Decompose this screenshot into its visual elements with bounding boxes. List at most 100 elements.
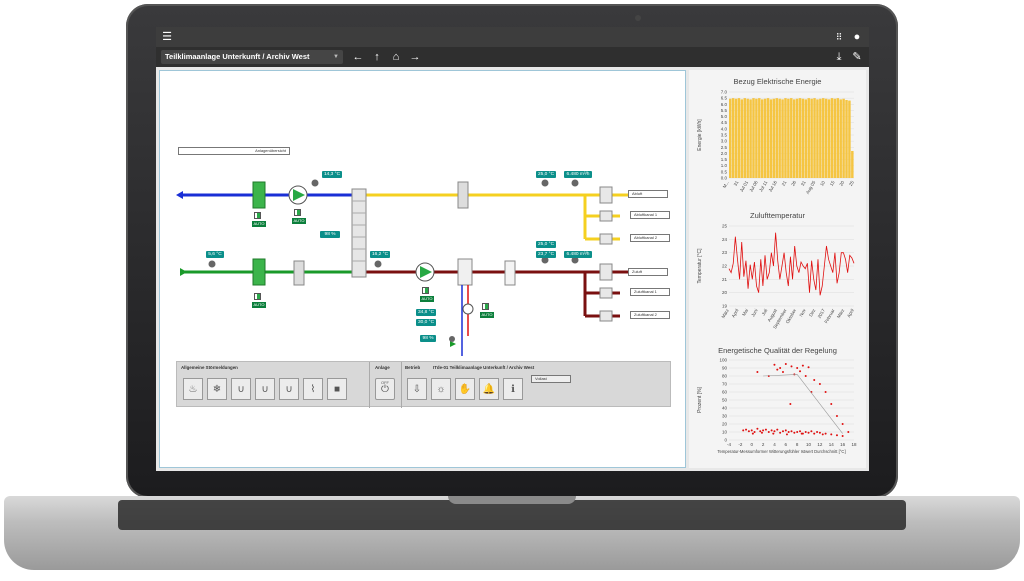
hrc-percent: 98 % [320, 231, 340, 238]
damper-supply-2 [599, 310, 613, 322]
scatter-point [800, 432, 803, 435]
x-tick-label: Juni [750, 308, 758, 318]
scatter-point [785, 433, 788, 436]
bell-icon[interactable]: 🔔 [479, 378, 499, 400]
x-tick-label: März [721, 307, 731, 319]
bar [839, 99, 842, 178]
damper-alarm-icon[interactable]: ⌇ [303, 378, 323, 400]
exhaust-out-tag: Abluft [628, 190, 668, 198]
y-tick-label: 4.0 [721, 126, 728, 131]
filter-bottom [252, 258, 266, 286]
y-tick-label: 0.5 [721, 169, 728, 174]
scatter-point [835, 415, 838, 417]
y-tick-label: 23 [722, 250, 728, 255]
y-tick-label: 0.0 [721, 176, 728, 181]
y-tick-label: 22 [722, 264, 728, 269]
scatter-point [813, 379, 816, 381]
hand-icon[interactable]: ✋ [455, 378, 475, 400]
bar [752, 98, 755, 178]
x-tick-label: 0 [750, 442, 753, 447]
energy-chart-title: Bezug Elektrische Energie [733, 77, 822, 86]
exhaust-out-label: Abluft [632, 191, 643, 196]
damper-exhaust-2 [599, 233, 613, 245]
arrow-left-icon[interactable]: ← [352, 51, 364, 63]
scatter-point [824, 432, 827, 435]
heater-coil [457, 258, 473, 286]
supply-fan-switch[interactable] [422, 287, 429, 294]
supply-out-tag: Zuluft [628, 268, 668, 276]
scatter-point [807, 366, 810, 369]
y-tick-label: 60 [722, 390, 728, 395]
bar [824, 98, 828, 178]
y-tick-label: 7.0 [721, 90, 728, 95]
arrow-right-icon[interactable]: → [409, 51, 421, 63]
home-icon[interactable]: ⌂ [392, 51, 400, 63]
power-button[interactable]: OFF⏻ [375, 378, 395, 400]
maintenance-alarm-icon[interactable]: ■ [327, 378, 347, 400]
y-tick-label: 50 [722, 398, 728, 403]
bar [845, 99, 848, 178]
exhaust-1-label: Abluftkanal 1 [634, 212, 658, 217]
sensor-after-hrc [374, 260, 382, 268]
scatter-point [760, 431, 763, 434]
scatter-point [784, 429, 787, 432]
y-axis-title: Temperatur [°C] [697, 248, 703, 284]
scatter-point [847, 431, 850, 433]
frost-alarm-icon[interactable]: ❄ [207, 378, 227, 400]
download-mode-icon[interactable]: ⇩ [407, 378, 427, 400]
account-icon[interactable]: ● [853, 31, 861, 43]
sun-icon[interactable]: ☼ [431, 378, 451, 400]
bar [743, 98, 747, 178]
plant-selector[interactable]: Teilklimaanlage Unterkunft / Archiv West… [161, 50, 343, 64]
x-tick-label: Jul 01 [739, 180, 750, 193]
heater-pump-switch[interactable] [482, 303, 489, 310]
scatter-point [821, 433, 824, 436]
info-icon[interactable]: ℹ [503, 378, 523, 400]
exhaust-2-tag: Abluftkanal 2 [630, 234, 670, 242]
pencil-icon[interactable]: ✎ [852, 51, 862, 63]
x-tick-label: Februar [823, 308, 835, 325]
arrow-up-icon[interactable]: ↑ [374, 51, 380, 63]
bar [795, 98, 799, 178]
exhaust-fan-switch[interactable] [294, 209, 301, 216]
y-tick-label: 20 [722, 290, 728, 295]
scatter-point [813, 432, 816, 435]
filter-alarm-icon[interactable]: ∪ [231, 378, 251, 400]
menu-icon[interactable]: ☰ [162, 31, 172, 43]
plant-diagram: Anlagenübersicht 14,3 °C 5,6 °C 16,2 °C … [159, 70, 686, 468]
bar [801, 98, 805, 178]
x-tick-label: April [846, 308, 855, 318]
damper-exhaust [599, 186, 613, 204]
download-icon[interactable]: ⤓ [836, 51, 842, 63]
camera [635, 15, 641, 21]
divider [401, 362, 402, 408]
grid-icon[interactable]: ⠿ [835, 32, 843, 42]
x-tick-label: 10 [806, 442, 812, 447]
filter-top-switch[interactable] [254, 212, 261, 219]
x-tick-label: April [731, 308, 740, 318]
scatter-point [818, 431, 821, 434]
supply-2-tag: Zuluftkanal 2 [630, 311, 670, 319]
fan-alarm-icon[interactable]: ∪ [279, 378, 299, 400]
x-tick-label: 8 [796, 442, 799, 447]
flow-exhaust: 6.480 m³/h [564, 171, 592, 178]
scatter-point [781, 371, 784, 373]
bar [775, 98, 778, 178]
temperature-series-line [728, 232, 855, 296]
heater-percent: 98 % [420, 335, 436, 342]
x-tick-label: Mai [741, 308, 749, 317]
y-tick-label: 100 [719, 358, 727, 363]
scatter-point [759, 430, 762, 433]
temp-mid: 23,7 °C [536, 251, 556, 258]
y-tick-label: 10 [722, 430, 728, 435]
scatter-point [742, 429, 745, 432]
plant-title: Teilklimaanlage Unterkunft / Archiv West [165, 52, 310, 61]
group-plant-name: ITde-01 Teilklimaanlage Unterkunft / Arc… [433, 365, 535, 370]
y-tick-label: 19 [722, 304, 728, 309]
overview-tag[interactable]: Anlagenübersicht [178, 147, 290, 155]
mode-select[interactable]: Vollast [531, 375, 571, 383]
fire-alarm-icon[interactable]: ♨ [183, 378, 203, 400]
pressure-alarm-icon[interactable]: ∪ [255, 378, 275, 400]
filter-bottom-switch[interactable] [254, 293, 261, 300]
